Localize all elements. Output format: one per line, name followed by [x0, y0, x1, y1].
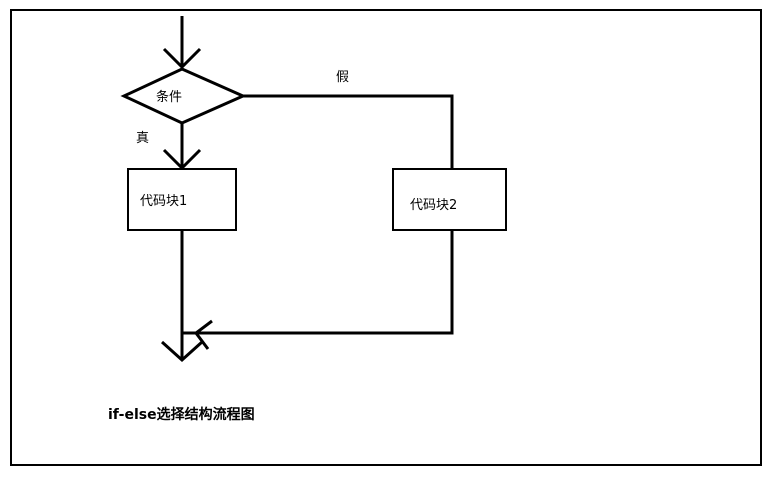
return-arrowhead: [193, 319, 213, 350]
entry-arrowhead: [162, 47, 202, 70]
diagram-caption: if-else选择结构流程图: [108, 406, 255, 423]
code-block-2-label: 代码块2: [410, 198, 457, 213]
code-block-1-label: 代码块1: [140, 194, 187, 209]
condition-label: 条件: [156, 89, 182, 105]
diagram-frame: [10, 9, 762, 466]
false-label: 假: [336, 70, 349, 85]
condition-diamond: [120, 67, 247, 125]
true-label: 真: [136, 131, 149, 146]
exit-arrowhead: [160, 340, 204, 363]
block2-return-line: [183, 230, 454, 335]
false-branch-line: [243, 94, 454, 169]
code-block-1: [127, 168, 237, 231]
code-block-2: [392, 168, 507, 231]
